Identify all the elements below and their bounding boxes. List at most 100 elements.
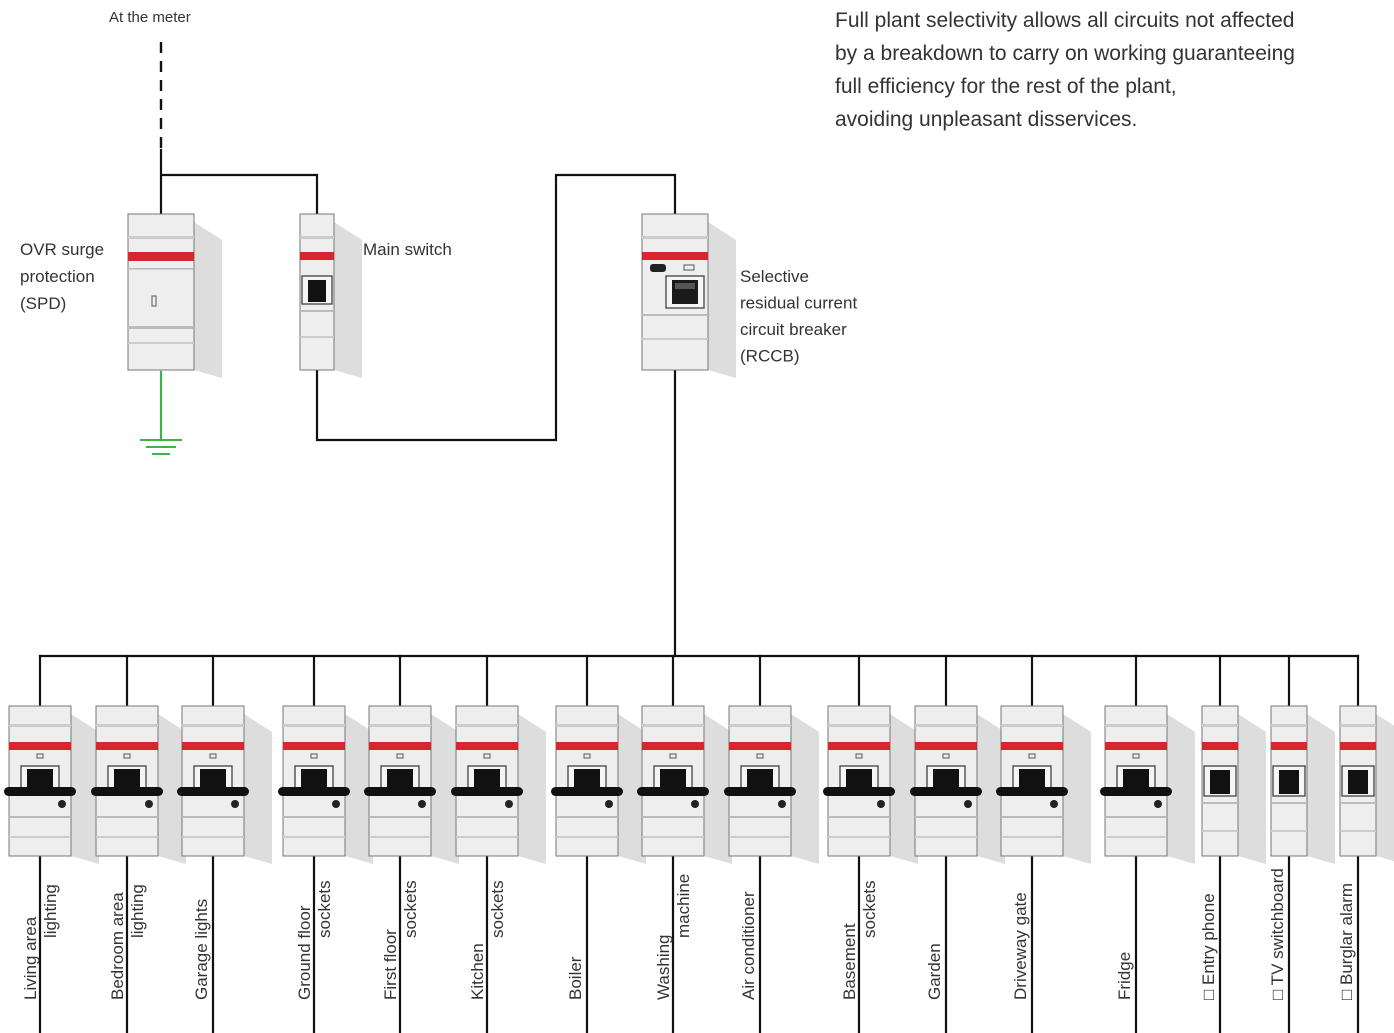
breaker-groove xyxy=(1202,830,1238,832)
breaker-line xyxy=(182,816,244,818)
rccb-line xyxy=(642,314,708,316)
device-shadow xyxy=(791,714,819,864)
breaker-din-clip xyxy=(4,787,76,796)
breaker-indicator-icon xyxy=(756,753,764,759)
breaker-din-clip xyxy=(910,787,982,796)
rccb-test-button-icon xyxy=(650,264,666,272)
breaker-line xyxy=(1001,816,1063,818)
device-shadow xyxy=(1307,714,1335,864)
breaker-indicator-icon xyxy=(942,753,950,759)
devices xyxy=(4,213,1377,857)
breaker-groove xyxy=(915,724,977,727)
breaker-screw-icon xyxy=(418,800,426,808)
breaker-groove xyxy=(915,836,977,838)
rccb-label: (RCCB) xyxy=(740,347,800,366)
main-switch-red-stripe xyxy=(300,252,334,260)
rccb-indicator-icon xyxy=(683,264,695,271)
device-shadow xyxy=(518,714,546,864)
device-shadow xyxy=(1238,714,1266,864)
spd-label: (SPD) xyxy=(20,294,66,313)
breaker-line xyxy=(1271,802,1307,804)
device-shadow xyxy=(431,714,459,864)
breaker-red-stripe xyxy=(915,742,977,750)
rccb-groove xyxy=(642,236,708,239)
selectivity-note: Full plant selectivity allows all circui… xyxy=(835,4,1394,136)
breaker-screw-icon xyxy=(605,800,613,808)
circuit-label: lighting xyxy=(128,884,147,938)
breaker-screw-icon xyxy=(877,800,885,808)
breaker-din-clip xyxy=(724,787,796,796)
breaker-red-stripe xyxy=(729,742,791,750)
breaker-groove xyxy=(182,836,244,838)
breaker-red-stripe xyxy=(456,742,518,750)
circuit-label: sockets xyxy=(401,880,420,938)
rccb-red-stripe xyxy=(642,252,708,260)
breaker-indicator-icon xyxy=(310,753,318,759)
breaker-groove xyxy=(369,724,431,727)
breaker-screw-icon xyxy=(1050,800,1058,808)
circuit-label: Living area xyxy=(21,916,40,1000)
device-shadows xyxy=(71,222,1394,864)
breaker-toggle xyxy=(1019,769,1045,791)
breaker-line xyxy=(9,816,71,818)
circuit-label: First floor xyxy=(381,929,400,1000)
spd-line xyxy=(128,268,194,270)
spd-groove xyxy=(128,236,194,239)
device-shadow xyxy=(890,714,918,864)
breaker-din-clip xyxy=(451,787,523,796)
circuit-label: Bedroom area xyxy=(108,892,127,1000)
breaker-toggle xyxy=(933,769,959,791)
breaker-toggle xyxy=(1123,769,1149,791)
breaker-screw-icon xyxy=(1154,800,1162,808)
breaker-red-stripe xyxy=(1202,742,1238,750)
breaker-groove xyxy=(1001,836,1063,838)
breaker-line xyxy=(96,816,158,818)
note-line: Full plant selectivity allows all circui… xyxy=(835,9,1295,32)
breaker-groove xyxy=(642,724,704,727)
breaker-screw-icon xyxy=(145,800,153,808)
breaker-groove xyxy=(9,836,71,838)
breaker-screw-icon xyxy=(231,800,239,808)
breaker-toggle xyxy=(846,769,872,791)
circuit-label: Washing xyxy=(654,934,673,1000)
breaker-toggle xyxy=(1210,770,1230,794)
breaker-groove xyxy=(1001,724,1063,727)
main-switch-toggle xyxy=(308,280,326,302)
breaker-din-clip xyxy=(91,787,163,796)
breaker-indicator-icon xyxy=(209,753,217,759)
breaker-groove xyxy=(1202,724,1238,727)
note-line: by a breakdown to carry on working guara… xyxy=(835,42,1295,65)
spd-label: protection xyxy=(20,267,95,286)
breaker-line xyxy=(915,816,977,818)
breaker-screw-icon xyxy=(691,800,699,808)
rccb-label: Selective xyxy=(740,267,809,286)
breaker-red-stripe xyxy=(1340,742,1376,750)
breaker-red-stripe xyxy=(96,742,158,750)
device-shadow xyxy=(71,714,99,864)
meter-label: At the meter xyxy=(109,9,191,26)
breaker-toggle xyxy=(1279,770,1299,794)
breaker-groove xyxy=(283,724,345,727)
spd-label: OVR surge xyxy=(20,240,104,259)
breaker-groove xyxy=(1105,836,1167,838)
rccb-label: residual current xyxy=(740,294,857,313)
breaker-din-clip xyxy=(278,787,350,796)
device-shadow xyxy=(244,714,272,864)
circuit-label: Fridge xyxy=(1115,952,1134,1000)
breaker-red-stripe xyxy=(9,742,71,750)
breaker-screw-icon xyxy=(964,800,972,808)
circuit-label: Ground floor xyxy=(295,905,314,1000)
breaker-toggle xyxy=(114,769,140,791)
breaker-groove xyxy=(456,836,518,838)
device-shadow xyxy=(1376,714,1394,862)
breaker-groove xyxy=(828,836,890,838)
breaker-red-stripe xyxy=(182,742,244,750)
breaker-din-clip xyxy=(364,787,436,796)
main-switch-groove xyxy=(300,336,334,338)
breaker-screw-icon xyxy=(778,800,786,808)
circuit-label: □ Burglar alarm xyxy=(1337,883,1356,1000)
breaker-groove xyxy=(556,724,618,727)
breaker-groove xyxy=(1271,830,1307,832)
circuit-label: Basement xyxy=(840,923,859,1000)
